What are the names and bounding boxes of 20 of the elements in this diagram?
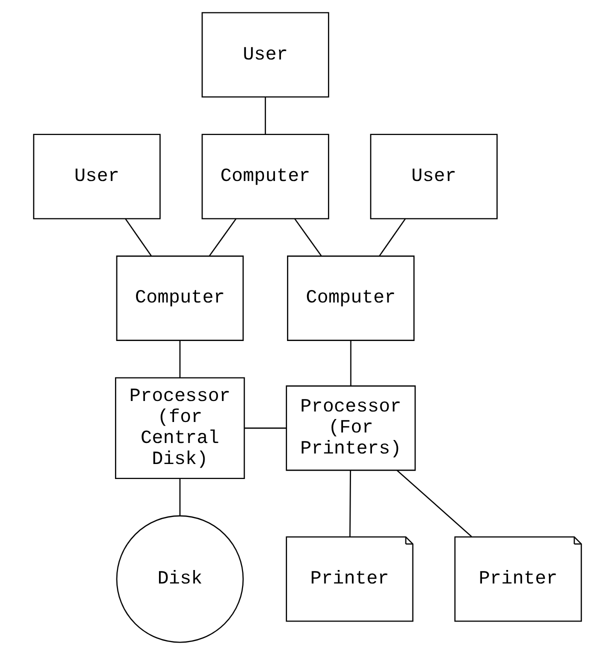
connector bbox=[178, 340, 180, 378]
connector bbox=[178, 478, 180, 516]
node-box: Computer bbox=[201, 134, 329, 220]
node-box: Processor (For Printers) bbox=[285, 385, 416, 471]
node-box: User bbox=[32, 134, 160, 220]
connector bbox=[244, 428, 286, 429]
connector bbox=[264, 97, 266, 134]
connector bbox=[294, 218, 322, 256]
connector bbox=[378, 218, 406, 256]
connector bbox=[396, 470, 472, 537]
node-circle: Disk bbox=[116, 515, 244, 643]
connector bbox=[124, 218, 152, 256]
node-box: User bbox=[201, 12, 329, 98]
node-box: Computer bbox=[286, 256, 414, 341]
node-box: Computer bbox=[116, 256, 244, 341]
node-box: Processor (for Central Disk) bbox=[114, 377, 244, 480]
node-box: User bbox=[370, 134, 498, 220]
connector bbox=[208, 218, 236, 256]
connector bbox=[350, 340, 351, 386]
connector bbox=[348, 470, 351, 537]
